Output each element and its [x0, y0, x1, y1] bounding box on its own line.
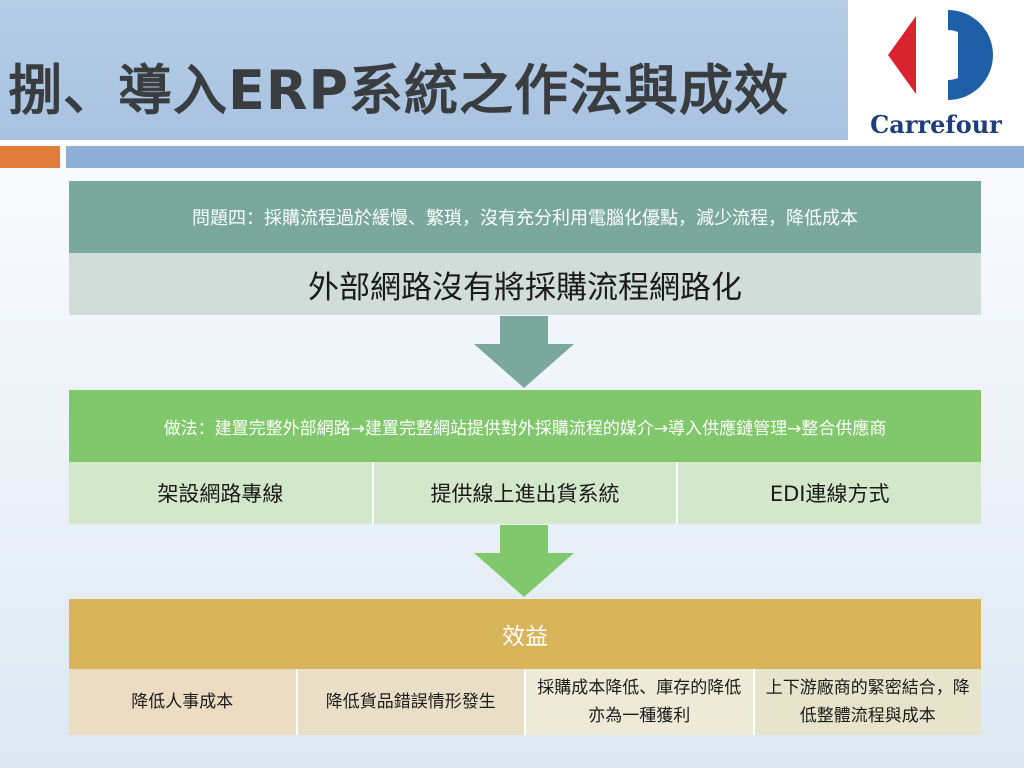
benefit-item: 降低貨品錯誤情形發生: [297, 669, 524, 735]
benefit-item: 採購成本降低、庫存的降低亦為一種獲利: [526, 669, 753, 735]
approach-items: 架設網路專線 提供線上進出貨系統 EDI連線方式: [69, 462, 982, 524]
benefit-items: 降低人事成本 降低貨品錯誤情形發生 採購成本降低、庫存的降低亦為一種獲利 上下游…: [69, 669, 981, 735]
logo-red-chevron: [888, 16, 916, 94]
title-divider: [0, 140, 1024, 144]
benefit-item: 降低人事成本: [69, 669, 296, 735]
approach-item: 提供線上進出貨系統: [373, 462, 677, 524]
accent-bar-blue: [66, 146, 1024, 168]
approach-heading: 做法：建置完整外部網路→建置完整網站提供對外採購流程的媒介→導入供應鏈管理→整合…: [69, 390, 981, 462]
approach-item: 架設網路專線: [69, 462, 372, 524]
problem-heading: 問題四：採購流程過於緩慢、繁瑣，沒有充分利用電腦化優點，減少流程，降低成本: [69, 181, 981, 253]
slide-title: 捌、導入ERP系統之作法與成效: [8, 59, 790, 122]
logo-wordmark: Carrefour: [870, 110, 1002, 139]
approach-item: EDI連線方式: [678, 462, 982, 524]
problem-statement: 外部網路沒有將採購流程網路化: [69, 253, 981, 315]
down-arrow-icon: [474, 525, 574, 597]
accent-bar-orange: [0, 146, 60, 168]
benefit-heading: 效益: [69, 599, 981, 669]
logo-blue-chevron: [958, 25, 984, 85]
benefit-item: 上下游廠商的緊密結合，降低整體流程與成本: [754, 669, 981, 735]
carrefour-logo: Carrefour: [848, 0, 1024, 140]
carrefour-logo-icon: [888, 10, 993, 100]
down-arrow-icon: [474, 316, 574, 388]
